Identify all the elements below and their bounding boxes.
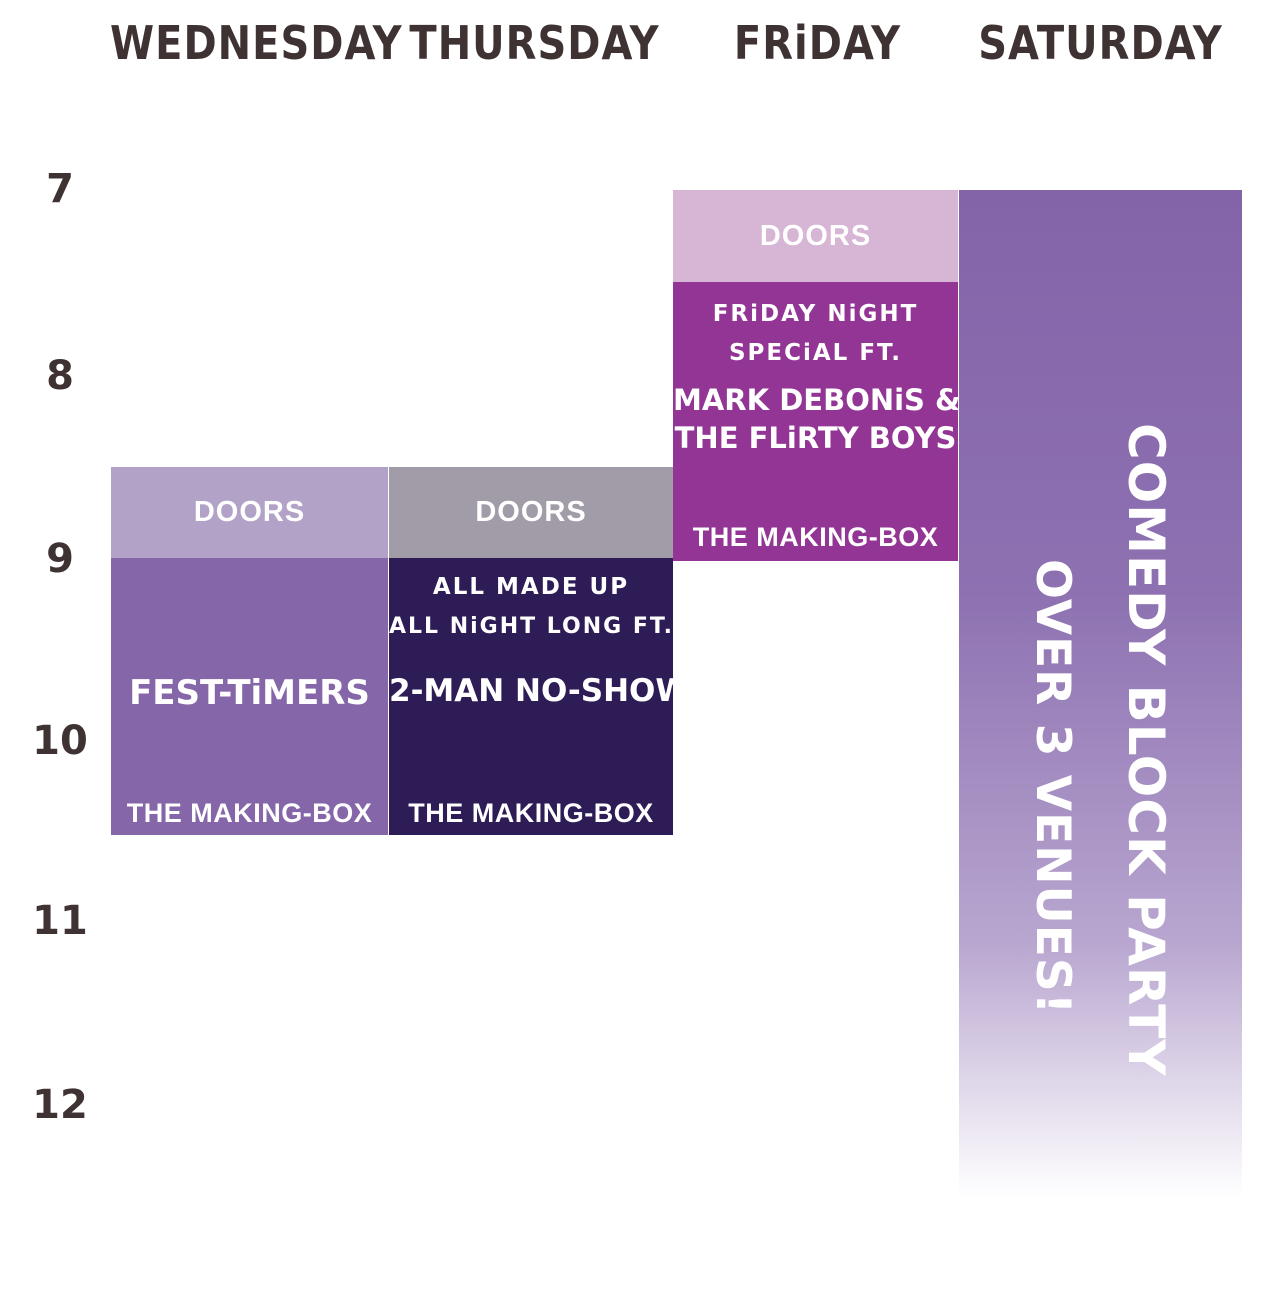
friday-venue: THE MAKING-BOX bbox=[692, 522, 939, 552]
wednesday-event-title: FEST-TiMERS bbox=[129, 673, 370, 713]
saturday-event[interactable]: COMEDY BLOCK PARTY OVER 3 VENUES! bbox=[959, 190, 1242, 1198]
saturday-event-title: COMEDY BLOCK PARTY bbox=[1117, 423, 1175, 1077]
hour-label-12: 12 bbox=[32, 1082, 88, 1128]
thursday-event-subtitle-line2: ALL NiGHT LONG FT. bbox=[389, 614, 674, 639]
day-header-saturday: SATURDAY bbox=[978, 17, 1223, 71]
friday-event-subtitle-line1: FRiDAY NiGHT bbox=[712, 301, 919, 327]
hour-label-11: 11 bbox=[32, 898, 88, 944]
thursday-event-title: 2-MAN NO-SHOW bbox=[389, 673, 690, 709]
thursday-event-subtitle-line1: ALL MADE UP bbox=[432, 574, 630, 600]
hour-label-10: 10 bbox=[32, 718, 88, 764]
saturday-event-subtitle: OVER 3 VENUES! bbox=[1025, 558, 1080, 1016]
day-header-thursday: THURSDAY bbox=[409, 17, 660, 71]
wednesday-venue: THE MAKING-BOX bbox=[126, 798, 373, 828]
friday-doors: DOORS bbox=[673, 190, 958, 282]
hour-label-8: 8 bbox=[46, 353, 74, 399]
friday-event-title-line1: MARK DEBONiS & bbox=[673, 383, 961, 417]
thursday-event[interactable]: ALL MADE UP ALL NiGHT LONG FT. 2-MAN NO-… bbox=[389, 558, 690, 835]
friday-event[interactable]: FRiDAY NiGHT SPECiAL FT. MARK DEBONiS & … bbox=[673, 282, 961, 561]
friday-event-subtitle-line2: SPECiAL FT. bbox=[728, 340, 902, 366]
hour-label-7: 7 bbox=[46, 166, 74, 212]
wednesday-doors: DOORS bbox=[111, 467, 388, 558]
hour-label-9: 9 bbox=[46, 536, 74, 582]
friday-event-title-line2: THE FLiRTY BOYS bbox=[674, 421, 957, 455]
thursday-doors: DOORS bbox=[389, 467, 673, 558]
day-header-wednesday: WEDNESDAY bbox=[110, 17, 403, 71]
day-header-friday: FRiDAY bbox=[733, 17, 902, 71]
friday-doors-label: DOORS bbox=[759, 219, 872, 252]
wednesday-doors-label: DOORS bbox=[193, 496, 306, 528]
thursday-doors-label: DOORS bbox=[475, 496, 587, 528]
thursday-venue: THE MAKING-BOX bbox=[408, 798, 654, 828]
wednesday-event[interactable]: FEST-TiMERS THE MAKING-BOX bbox=[111, 558, 388, 835]
